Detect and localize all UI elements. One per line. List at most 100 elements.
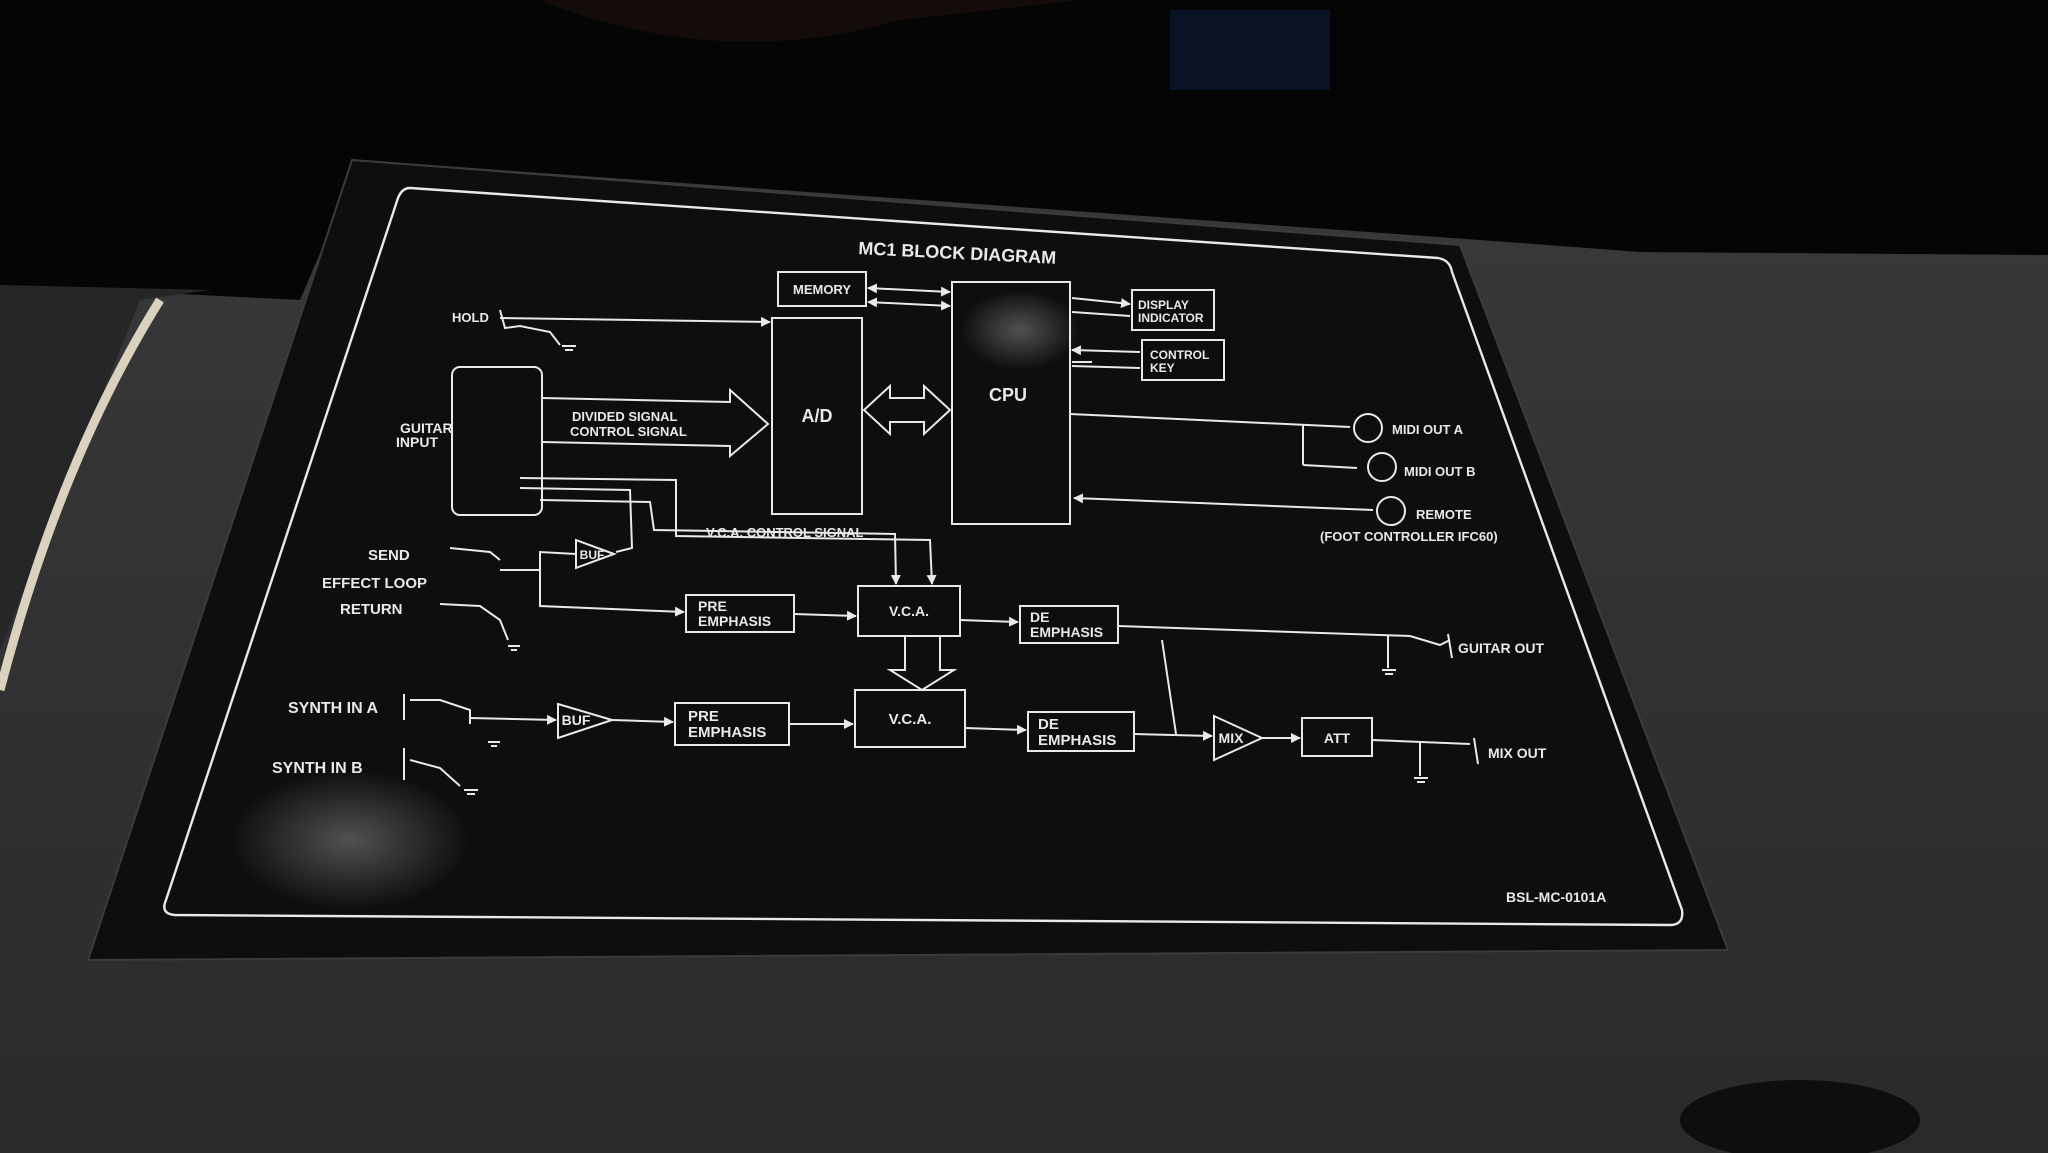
ground-symbols xyxy=(464,345,1428,795)
ad-block xyxy=(771,317,863,515)
vca2-de2-line xyxy=(964,724,1027,735)
foot-controller-label: (FOOT CONTROLLER IFC60) xyxy=(1320,529,1498,544)
pre-emphasis-2-label-1: PRE xyxy=(688,708,719,725)
control-key-label-2: KEY xyxy=(1150,361,1175,375)
synth-a-jack xyxy=(410,699,471,724)
mix-feed-line xyxy=(1161,639,1177,735)
return-jack xyxy=(439,603,509,641)
buf-pre2-line xyxy=(611,716,674,727)
synth-a-buf-line xyxy=(469,714,557,725)
return-label: RETURN xyxy=(340,601,403,618)
guitar-input-divider xyxy=(451,366,543,516)
de-emphasis-1-block xyxy=(1019,605,1119,644)
cpu-display-line-2 xyxy=(1071,311,1131,317)
de-emphasis-1-label-1: DE xyxy=(1030,609,1049,625)
vca-control-signal-label: V.C.A. CONTROL SIGNAL xyxy=(706,525,864,540)
buf-synth-label: BUF xyxy=(562,712,591,728)
display-label-1: DISPLAY xyxy=(1138,298,1189,312)
synth-in-b-label: SYNTH IN B xyxy=(272,760,363,777)
display-indicator-block xyxy=(1131,289,1215,331)
de-emphasis-2-block xyxy=(1027,711,1135,752)
light-reflection xyxy=(960,290,1080,370)
de-emphasis-2-label-2: EMPHASIS xyxy=(1038,732,1116,749)
guitar-out-jack xyxy=(1409,635,1451,647)
memory-cpu-link xyxy=(867,283,951,297)
remote-connector xyxy=(1376,496,1406,526)
pre-emphasis-2-label-2: EMPHASIS xyxy=(688,724,766,741)
shadow xyxy=(1680,1080,1920,1153)
pre-emphasis-1-block xyxy=(685,594,795,633)
control-key-arrow xyxy=(1071,345,1141,356)
memory-block xyxy=(777,271,867,307)
vca-2-label: V.C.A. xyxy=(889,711,932,728)
de2-mix-line xyxy=(1133,730,1213,741)
vca1-de1-line xyxy=(959,616,1019,627)
hold-jack xyxy=(499,309,561,346)
de-emphasis-2-label-1: DE xyxy=(1038,716,1059,733)
midi-b-line xyxy=(1302,464,1358,469)
synth-b-jack xyxy=(409,759,461,787)
midi-out-b-label: MIDI OUT B xyxy=(1404,464,1476,479)
guitar-input-label-2: INPUT xyxy=(396,434,438,450)
send-label: SEND xyxy=(368,547,410,564)
background-cables xyxy=(540,0,1080,42)
cpu-block xyxy=(951,281,1071,525)
guitar-out-label: GUITAR OUT xyxy=(1458,640,1545,656)
cpu-label: CPU xyxy=(989,385,1027,405)
guitar-input-label-1: GUITAR xyxy=(400,420,453,436)
background-equipment xyxy=(1170,10,1330,90)
guitar-out-jack-bar xyxy=(1447,633,1453,659)
cpu-midi-line xyxy=(1069,413,1351,428)
effect-loop-label: EFFECT LOOP xyxy=(322,575,427,592)
mix-triangle xyxy=(1213,714,1265,762)
midi-out-b-connector xyxy=(1367,452,1397,482)
midi-out-a-label: MIDI OUT A xyxy=(1392,422,1464,437)
hold-line xyxy=(499,316,771,327)
pre-emphasis-1-label-1: PRE xyxy=(698,598,727,614)
mix-out-jack-bar xyxy=(1473,737,1479,765)
case-lid-edge xyxy=(0,285,210,650)
att-block xyxy=(1301,717,1373,757)
att-label: ATT xyxy=(1324,730,1351,746)
control-key-label-1: CONTROL xyxy=(1150,348,1209,362)
mix-label: MIX xyxy=(1219,730,1245,746)
pre-emphasis-1-label-2: EMPHASIS xyxy=(698,613,771,629)
vca-1-block xyxy=(857,585,961,637)
ad-cpu-bus xyxy=(862,383,952,437)
de-emphasis-1-label-2: EMPHASIS xyxy=(1030,624,1103,640)
mix-out-label: MIX OUT xyxy=(1488,745,1547,761)
pre1-vca1-line xyxy=(793,610,857,621)
part-number-label: BSL-MC-0101A xyxy=(1506,889,1606,905)
divided-signal-arrow xyxy=(541,387,770,459)
vca-1-label: V.C.A. xyxy=(889,603,929,619)
control-key-arrow-2 xyxy=(1071,365,1141,369)
memory-cpu-link-2 xyxy=(867,297,951,311)
send-line xyxy=(500,550,577,571)
guitar-to-buf-line xyxy=(519,487,634,553)
synth-in-a-label: SYNTH IN A xyxy=(288,700,379,717)
vca-link-arrow xyxy=(886,636,958,692)
plate-border xyxy=(163,186,1684,927)
control-key-block xyxy=(1141,339,1225,381)
display-label-2: INDICATOR xyxy=(1138,311,1204,325)
case-piping xyxy=(0,297,164,692)
cpu-display-line xyxy=(1071,297,1131,309)
return-line xyxy=(539,570,685,617)
light-reflection-2 xyxy=(230,770,470,910)
control-signal-label: CONTROL SIGNAL xyxy=(570,424,687,439)
vca-control-line-2 xyxy=(539,499,901,585)
remote-cpu-line xyxy=(1073,493,1374,511)
memory-label: MEMORY xyxy=(793,282,851,297)
divided-signal-label: DIVIDED SIGNAL xyxy=(572,409,678,424)
vca-control-line xyxy=(519,477,937,585)
ad-label: A/D xyxy=(802,406,833,426)
buf-top-label: BUF xyxy=(580,548,605,562)
plate-body xyxy=(86,158,1730,962)
hold-label: HOLD xyxy=(452,310,489,325)
buf-synth-triangle xyxy=(557,702,616,740)
remote-label: REMOTE xyxy=(1416,507,1472,522)
send-jack xyxy=(449,547,501,561)
de1-guitar-out-line xyxy=(1117,625,1411,637)
